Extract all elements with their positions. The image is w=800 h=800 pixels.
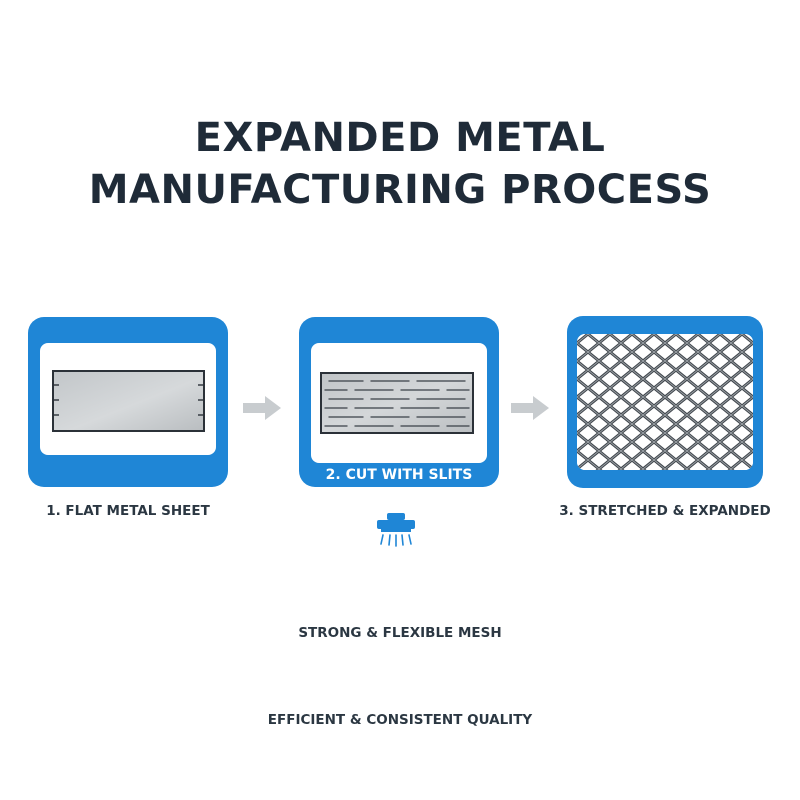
- slit-sheet-illustration: [320, 372, 474, 434]
- flat-sheet-illustration: [52, 370, 205, 432]
- diagram-title: EXPANDED METAL MANUFACTURING PROCESS: [0, 112, 800, 216]
- title-line-1: EXPANDED METAL: [194, 115, 606, 161]
- benefit-note-quality: EFFICIENT & CONSISTENT QUALITY: [267, 712, 533, 728]
- benefit-note-mesh: STRONG & FLEXIBLE MESH: [298, 625, 502, 641]
- step-label-2: 2. CUT WITH SLITS: [325, 467, 473, 483]
- step-card-inner: [311, 343, 487, 463]
- step-card-cut-slits: 2. CUT WITH SLITS: [299, 317, 499, 487]
- step-card-inner: [40, 343, 216, 455]
- arrow-right-icon: [243, 396, 281, 420]
- expanded-mesh-illustration: [577, 334, 753, 470]
- cutting-tool-icon: [377, 513, 415, 547]
- step-label-3: 3. STRETCHED & EXPANDED: [559, 503, 771, 519]
- arrow-right-icon: [511, 396, 549, 420]
- step-card-expanded: [567, 316, 763, 488]
- step-label-1: 1. FLAT METAL SHEET: [46, 503, 210, 519]
- title-line-2: MANUFACTURING PROCESS: [88, 167, 712, 213]
- step-card-inner: [577, 334, 753, 470]
- step-card-flat-sheet: [28, 317, 228, 487]
